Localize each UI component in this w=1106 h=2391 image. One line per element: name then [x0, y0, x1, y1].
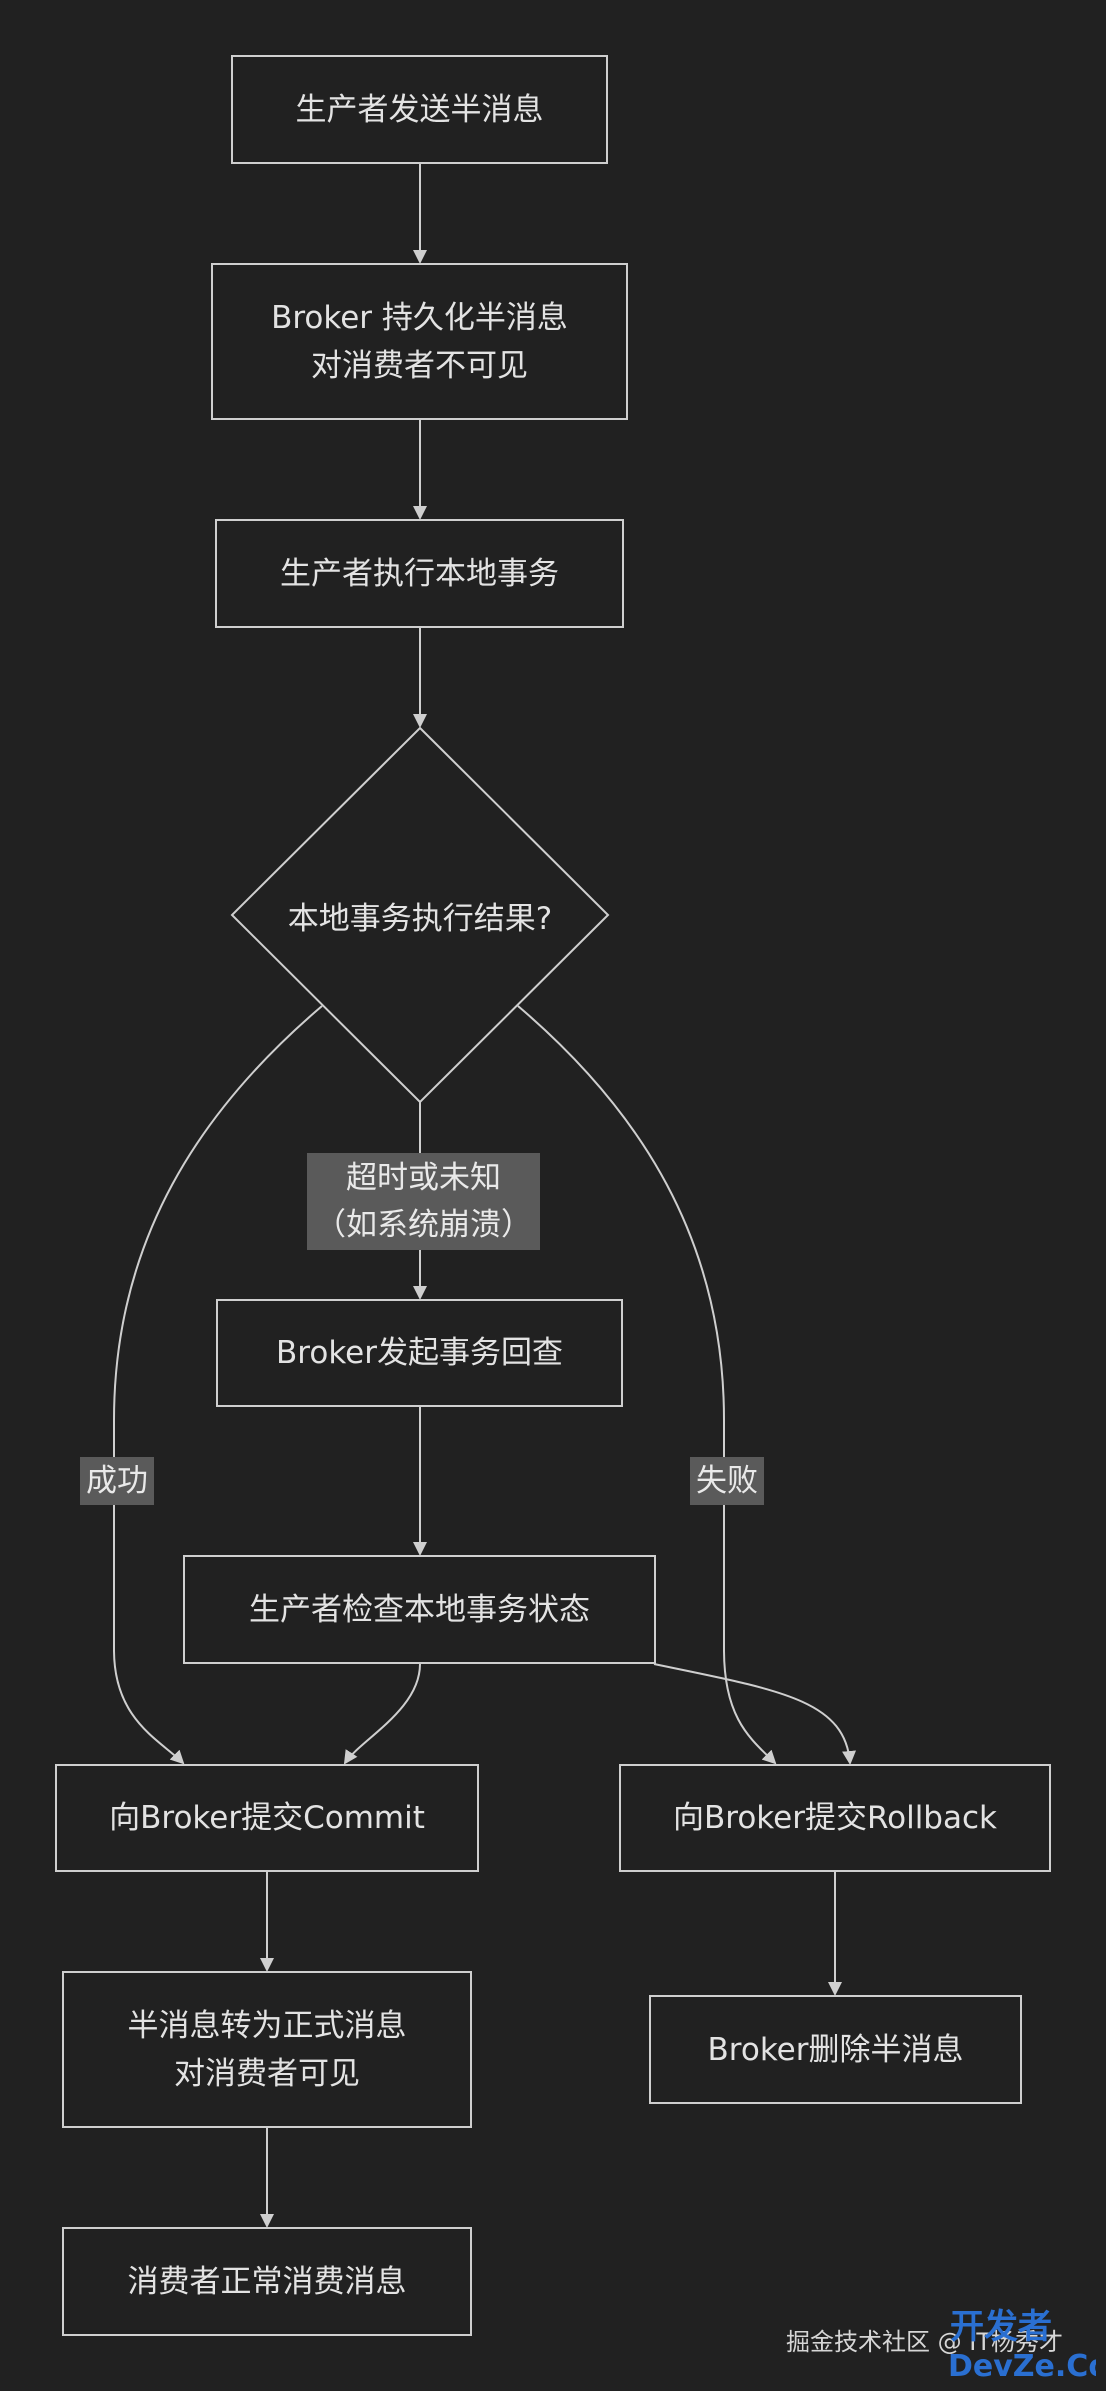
edge-label-timeout: 超时或未知 （如系统崩溃）	[307, 1153, 540, 1250]
node-execute-local-transaction: 生产者执行本地事务	[215, 519, 624, 628]
edge-decision-fail	[517, 1005, 777, 1765]
edge-label-success: 成功	[80, 1457, 154, 1505]
decision-diamond	[230, 726, 610, 1104]
node-broker-check-back-label: Broker发起事务回查	[276, 1335, 563, 1371]
decision-label: 本地事务执行结果?	[287, 900, 553, 937]
node-execute-local-transaction-label: 生产者执行本地事务	[280, 555, 559, 592]
node-formal-message-line1: 半消息转为正式消息	[127, 2007, 407, 2044]
watermark-logo-bottom: DevZe.CoM	[948, 2349, 1096, 2384]
node-broker-persist-line2: 对消费者不可见	[311, 347, 528, 384]
node-producer-check-state-label: 生产者检查本地事务状态	[249, 1591, 590, 1628]
node-formal-message: 半消息转为正式消息 对消费者可见	[62, 1971, 472, 2128]
node-commit: 向Broker提交Commit	[55, 1764, 479, 1872]
node-broker-delete-label: Broker删除半消息	[707, 2031, 964, 2068]
node-broker-persist-line1: Broker 持久化半消息	[271, 299, 568, 336]
node-formal-message-line2: 对消费者可见	[174, 2055, 360, 2092]
edge-label-fail: 失败	[690, 1457, 764, 1505]
node-broker-check-back: Broker发起事务回查	[216, 1299, 623, 1407]
node-consumer-consume-label: 消费者正常消费消息	[127, 2263, 407, 2300]
node-send-half-message-label: 生产者发送半消息	[295, 91, 544, 128]
node-consumer-consume: 消费者正常消费消息	[62, 2227, 472, 2336]
watermark-text: 掘金技术社区 @ IT杨秀才	[786, 2328, 1063, 2356]
edge-label-timeout-line2: （如系统崩溃）	[315, 1206, 532, 1243]
node-send-half-message: 生产者发送半消息	[231, 55, 608, 164]
node-broker-persist: Broker 持久化半消息 对消费者不可见	[211, 263, 628, 420]
node-broker-delete: Broker删除半消息	[649, 1995, 1022, 2104]
watermark-logo: 开发者 DevZe.CoM	[948, 2307, 1096, 2384]
node-rollback: 向Broker提交Rollback	[619, 1764, 1051, 1872]
edge-label-timeout-line1: 超时或未知	[346, 1159, 501, 1196]
node-commit-label: 向Broker提交Commit	[109, 1800, 425, 1836]
edge-decision-success	[113, 1005, 323, 1765]
node-rollback-label: 向Broker提交Rollback	[673, 1800, 997, 1836]
edge-checkstate-to-rollback	[653, 1663, 857, 1765]
node-producer-check-state: 生产者检查本地事务状态	[183, 1555, 656, 1664]
edge-checkstate-to-commit	[343, 1663, 421, 1765]
watermark-logo-top: 开发者	[950, 2307, 1052, 2347]
